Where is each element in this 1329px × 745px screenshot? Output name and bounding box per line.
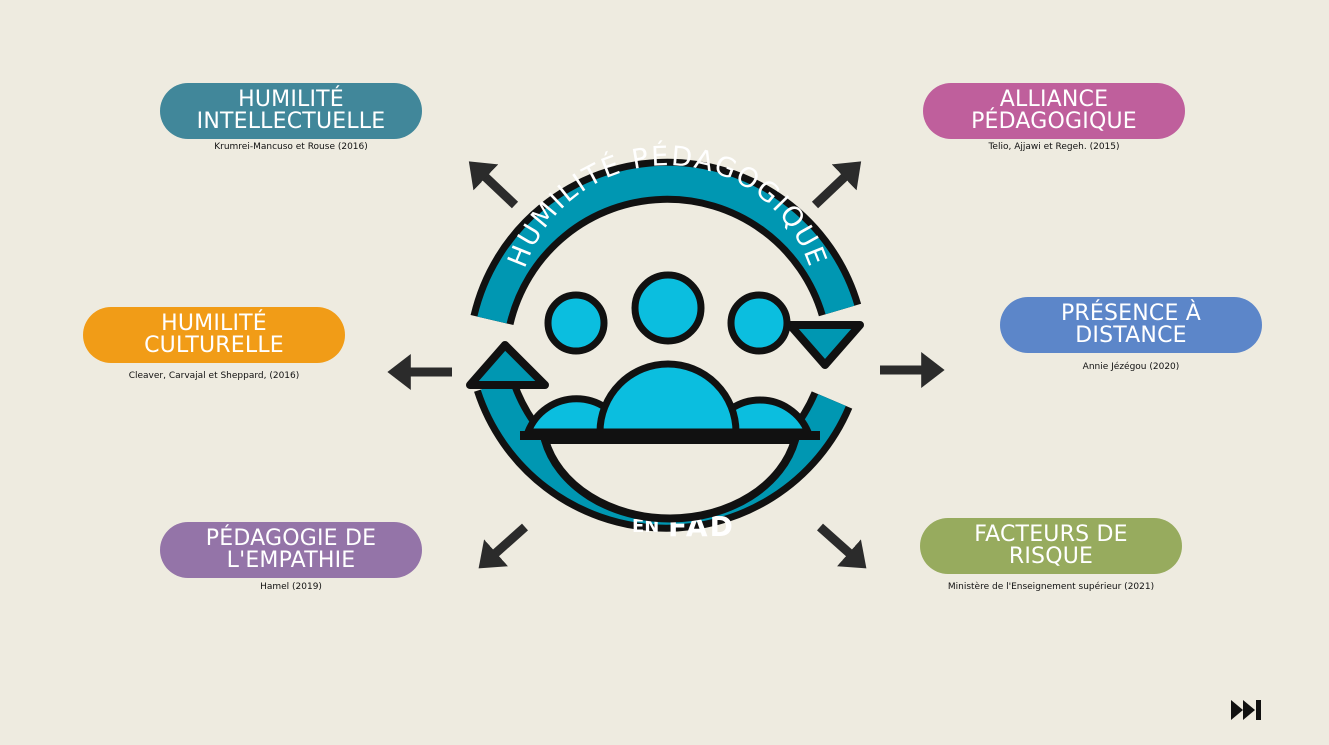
arrow-up-right <box>811 161 862 209</box>
node-title-line2: L'EMPATHIE <box>226 548 356 573</box>
citation: Cleaver, Carvajal et Sheppard, (2016) <box>128 371 300 381</box>
citation: Krumrei-Mancuso et Rouse (2016) <box>214 142 368 152</box>
humilite-pedagogique-logo: HUMILITÉ PÉDAGOGIQUE EN FAD <box>466 140 864 543</box>
node-title-line2: RISQUE <box>1008 544 1094 569</box>
citation: Hamel (2019) <box>260 582 322 592</box>
node-title-line1: PRÉSENCE À <box>1060 301 1202 326</box>
skip-forward-icon[interactable] <box>1231 699 1263 721</box>
citation: Telio, Ajjawi et Regeh. (2015) <box>988 142 1120 152</box>
node-title-line1: ALLIANCE <box>999 87 1109 112</box>
node-title-line1: HUMILITÉ <box>161 311 267 336</box>
node-title-line1: FACTEURS DE <box>974 522 1128 547</box>
citation: Annie Jézégou (2020) <box>1082 362 1180 372</box>
node-title-line1: PÉDAGOGIE DE <box>205 526 377 551</box>
arrow-up-left <box>468 161 519 209</box>
arrow-down-left <box>478 523 528 569</box>
node-title-line2: DISTANCE <box>1075 323 1187 348</box>
citation: Ministère de l'Enseignement supérieur (2… <box>947 582 1155 592</box>
node-title-line2: CULTURELLE <box>144 333 284 358</box>
node-title-line2: INTELLECTUELLE <box>196 109 386 134</box>
node-title-line1: HUMILITÉ <box>238 87 344 112</box>
node-title-line2: PÉDAGOGIQUE <box>971 109 1137 134</box>
arrow-down-right <box>817 523 867 569</box>
